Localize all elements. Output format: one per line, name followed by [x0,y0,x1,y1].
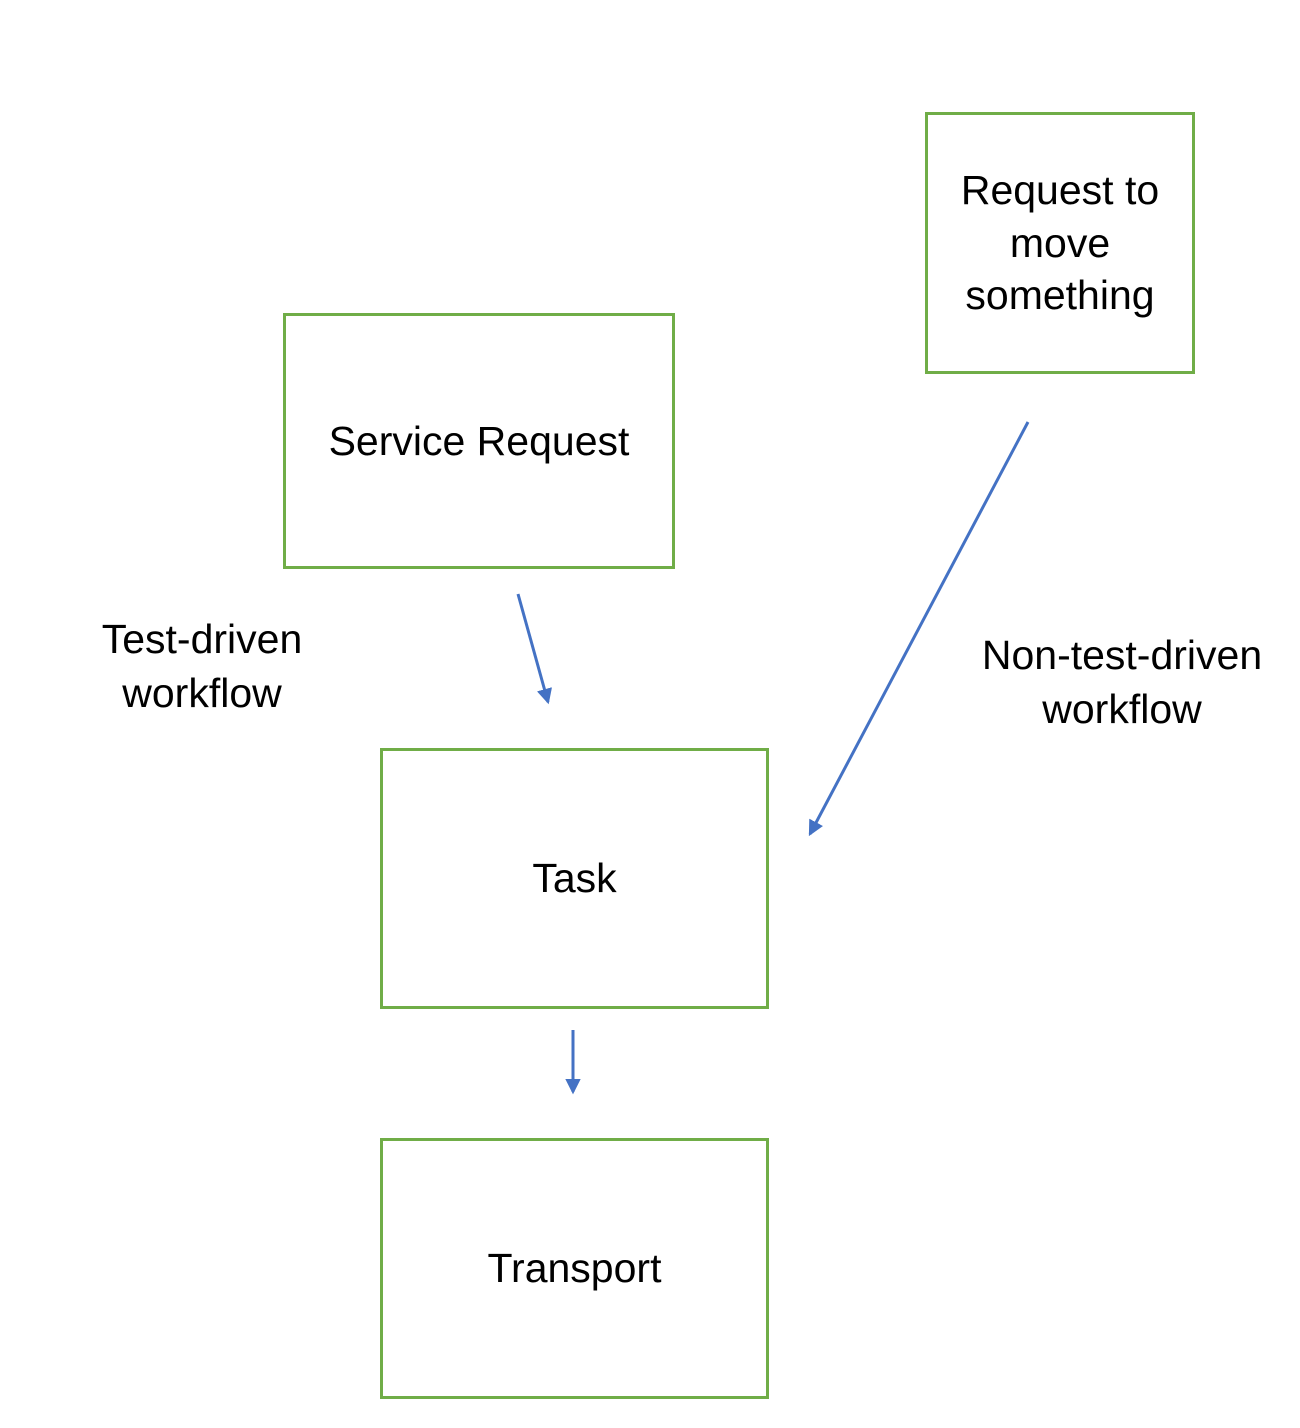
caption-test-driven-workflow: Test-driven workflow [101,616,303,717]
node-request-to-move-something-label: Request to move something [960,167,1160,319]
arrow-service-request-to-task [516,593,552,705]
node-task[interactable]: Task [380,748,769,1009]
node-request-to-move-something[interactable]: Request to move something [925,112,1195,374]
node-service-request-label: Service Request [328,417,630,464]
caption-non-test-driven-workflow: Non-test-driven workflow [981,632,1263,733]
node-transport[interactable]: Transport [380,1138,769,1399]
node-service-request[interactable]: Service Request [283,313,675,569]
node-task-label: Task [532,855,617,902]
node-transport-label: Transport [487,1245,662,1292]
